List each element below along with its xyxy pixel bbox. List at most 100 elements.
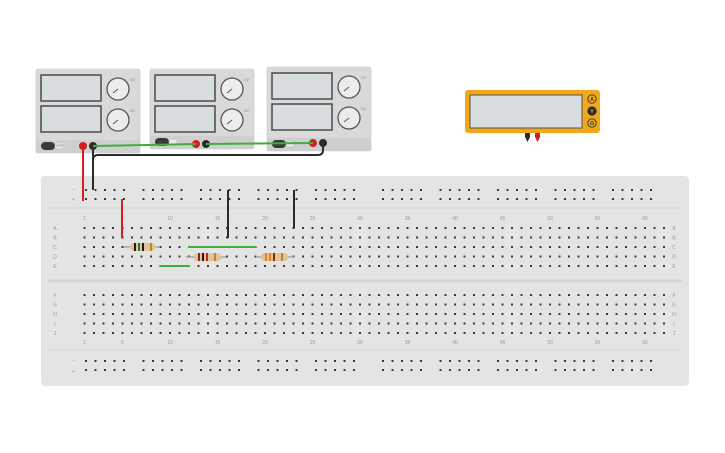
hole[interactable] <box>625 227 627 229</box>
hole[interactable] <box>663 255 665 258</box>
hole[interactable] <box>501 227 504 229</box>
hole[interactable] <box>330 246 333 248</box>
resistors[interactable] <box>124 243 294 261</box>
hole[interactable] <box>539 265 542 267</box>
hole[interactable] <box>330 313 333 315</box>
hole[interactable] <box>406 246 409 248</box>
hole[interactable] <box>159 332 162 334</box>
hole[interactable] <box>254 255 257 258</box>
hole[interactable] <box>596 303 599 306</box>
rail-hole[interactable] <box>276 360 279 362</box>
hole[interactable] <box>150 294 152 296</box>
hole[interactable] <box>131 236 133 239</box>
hole[interactable] <box>102 322 105 325</box>
hole[interactable] <box>444 246 447 248</box>
hole[interactable] <box>273 322 276 325</box>
hole[interactable] <box>473 246 475 248</box>
hole[interactable] <box>634 255 637 258</box>
hole[interactable] <box>302 265 304 267</box>
hole[interactable] <box>131 303 133 306</box>
hole[interactable] <box>254 265 257 267</box>
hole[interactable] <box>368 294 371 296</box>
hole[interactable] <box>330 227 333 229</box>
rail-hole[interactable] <box>94 198 97 200</box>
hole[interactable] <box>102 227 105 229</box>
rail-hole[interactable] <box>650 369 652 371</box>
hole[interactable] <box>463 255 466 258</box>
rail-hole[interactable] <box>458 360 461 362</box>
hole[interactable] <box>254 294 257 296</box>
hole[interactable] <box>349 255 352 258</box>
hole[interactable] <box>311 255 314 258</box>
hole[interactable] <box>292 294 295 296</box>
hole[interactable] <box>539 303 542 306</box>
hole[interactable] <box>387 246 390 248</box>
hole[interactable] <box>511 236 513 239</box>
rail-hole[interactable] <box>458 189 461 191</box>
hole[interactable] <box>568 227 570 229</box>
rail-hole[interactable] <box>267 189 269 191</box>
rail-hole[interactable] <box>621 189 624 191</box>
hole[interactable] <box>501 332 504 334</box>
hole[interactable] <box>577 265 580 267</box>
hole[interactable] <box>397 255 399 258</box>
hole[interactable] <box>340 294 342 296</box>
rail-hole[interactable] <box>200 198 202 200</box>
hole[interactable] <box>473 265 475 267</box>
hole[interactable] <box>216 227 219 229</box>
rail-hole[interactable] <box>85 198 87 200</box>
rail-hole[interactable] <box>142 189 145 191</box>
hole[interactable] <box>349 236 352 239</box>
hole[interactable] <box>644 303 646 306</box>
hole[interactable] <box>93 294 95 296</box>
hole[interactable] <box>359 303 361 306</box>
hole[interactable] <box>520 265 523 267</box>
hole[interactable] <box>292 332 295 334</box>
hole[interactable] <box>368 303 371 306</box>
rail-hole[interactable] <box>238 189 240 191</box>
hole[interactable] <box>444 303 447 306</box>
hole[interactable] <box>349 332 352 334</box>
hole[interactable] <box>492 227 494 229</box>
rail-hole[interactable] <box>123 369 125 371</box>
psu-current-knob[interactable] <box>106 108 130 132</box>
hole[interactable] <box>102 303 105 306</box>
rail-hole[interactable] <box>228 198 231 200</box>
hole[interactable] <box>435 246 437 248</box>
hole[interactable] <box>311 332 314 334</box>
hole[interactable] <box>606 294 608 296</box>
hole[interactable] <box>226 322 228 325</box>
hole[interactable] <box>492 236 494 239</box>
hole[interactable] <box>644 294 646 296</box>
hole[interactable] <box>492 322 494 325</box>
hole[interactable] <box>283 332 285 334</box>
hole[interactable] <box>245 303 247 306</box>
hole[interactable] <box>197 303 200 306</box>
hole[interactable] <box>311 236 314 239</box>
rail-hole[interactable] <box>573 198 576 200</box>
hole[interactable] <box>140 265 143 267</box>
hole[interactable] <box>321 227 323 229</box>
hole[interactable] <box>340 265 342 267</box>
hole[interactable] <box>587 236 589 239</box>
rail-hole[interactable] <box>410 360 413 362</box>
hole[interactable] <box>216 294 219 296</box>
rail-hole[interactable] <box>161 360 164 362</box>
rail-hole[interactable] <box>295 198 298 200</box>
hole[interactable] <box>406 313 409 315</box>
hole[interactable] <box>321 265 323 267</box>
hole[interactable] <box>216 322 219 325</box>
rail-hole[interactable] <box>449 369 451 371</box>
hole[interactable] <box>169 332 171 334</box>
hole[interactable] <box>330 236 333 239</box>
hole[interactable] <box>207 313 209 315</box>
hole[interactable] <box>226 313 228 315</box>
hole[interactable] <box>558 265 561 267</box>
hole[interactable] <box>245 227 247 229</box>
hole[interactable] <box>587 246 589 248</box>
rail-hole[interactable] <box>631 369 633 371</box>
rail-hole[interactable] <box>276 369 279 371</box>
hole[interactable] <box>520 303 523 306</box>
hole[interactable] <box>121 313 124 315</box>
